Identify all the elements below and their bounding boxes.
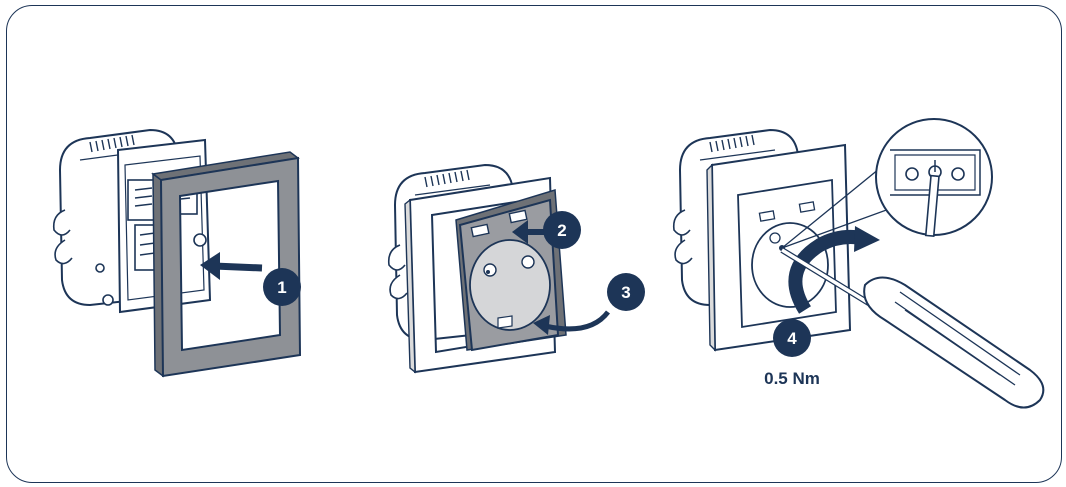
arrow-icon bbox=[200, 252, 263, 280]
step-badge-3: 3 bbox=[607, 273, 645, 311]
zoom-detail-icon bbox=[875, 118, 993, 237]
step-2-3-illustration bbox=[387, 164, 610, 374]
step-1-illustration bbox=[52, 129, 302, 378]
torque-label: 0.5 Nm bbox=[764, 369, 820, 388]
screwdriver-icon bbox=[780, 247, 1045, 409]
step-number: 2 bbox=[557, 221, 566, 240]
step-badge-4: 4 bbox=[773, 319, 811, 357]
step-badge-2: 2 bbox=[543, 211, 581, 249]
step-number: 4 bbox=[787, 329, 797, 348]
arrow-icon bbox=[533, 310, 610, 335]
step-4-illustration bbox=[672, 118, 1045, 409]
arrow-icon bbox=[788, 226, 880, 314]
step-badge-1: 1 bbox=[263, 268, 301, 306]
step-number: 3 bbox=[621, 283, 630, 302]
socket-mechanism-icon bbox=[52, 129, 212, 314]
step-number: 1 bbox=[277, 278, 286, 297]
cover-frame-icon bbox=[151, 151, 302, 378]
